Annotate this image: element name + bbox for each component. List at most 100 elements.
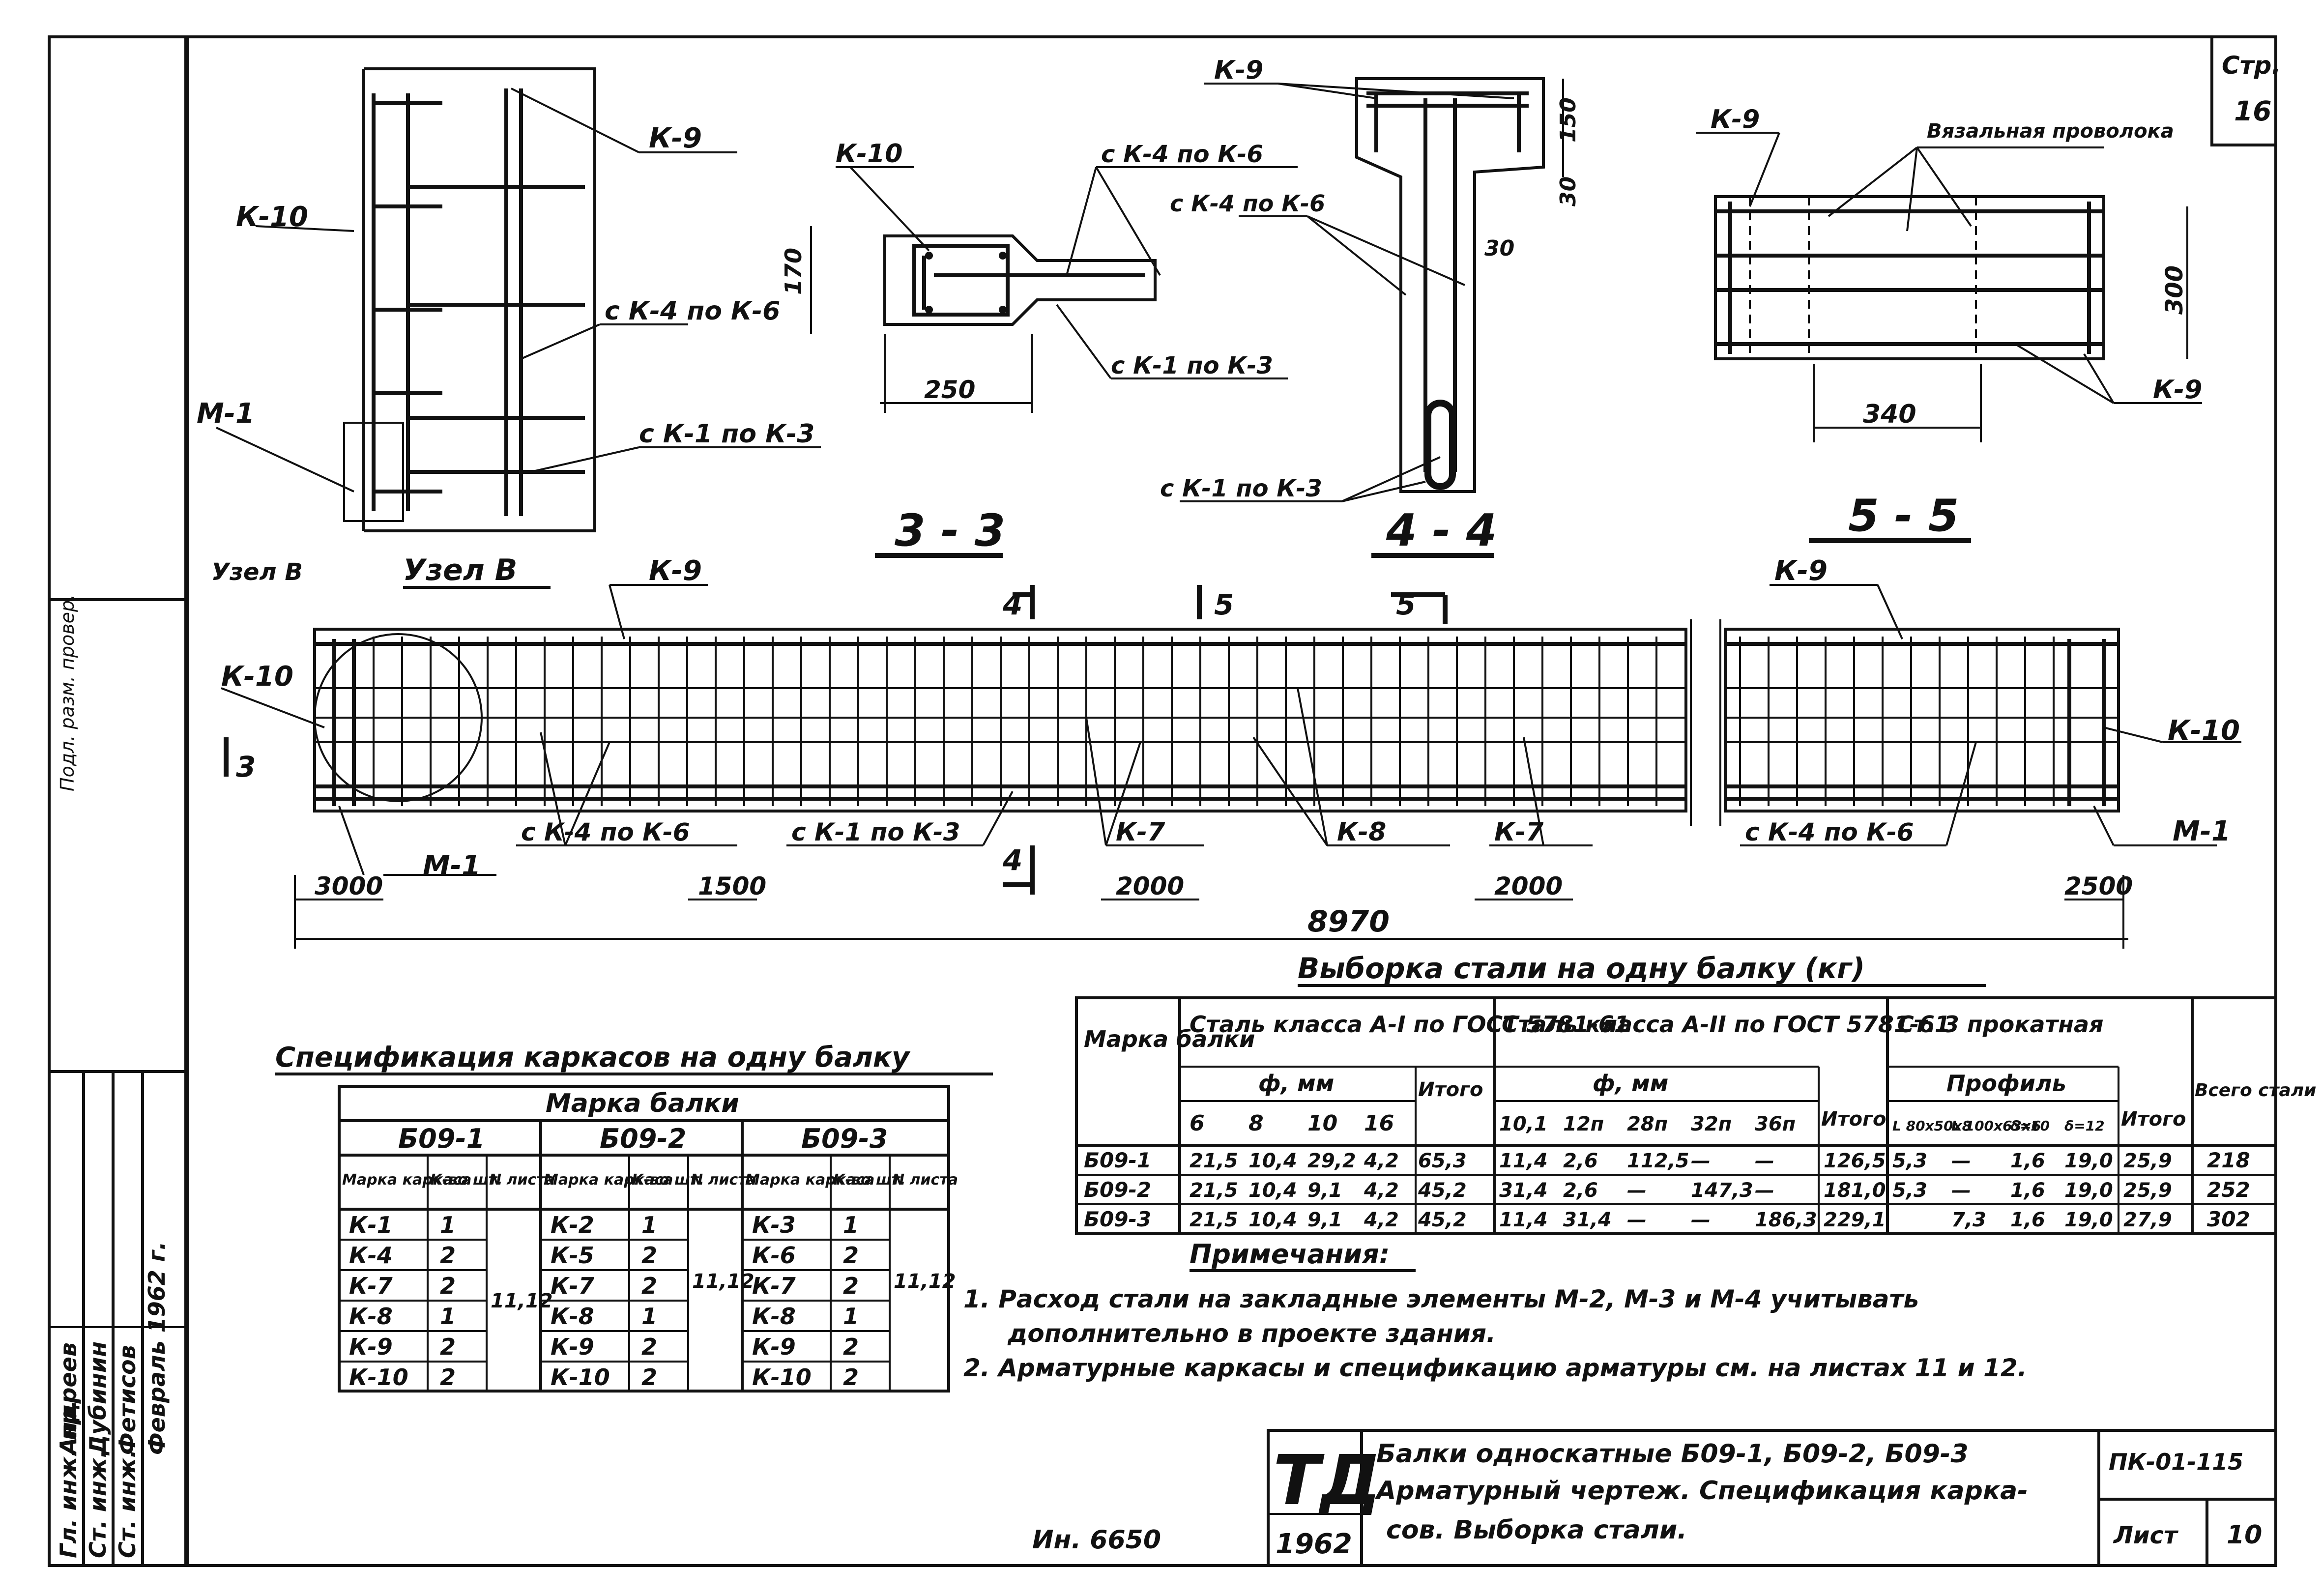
steel-row-mark: Б09-1 — [1084, 1148, 1151, 1172]
steel-profile: Профиль — [1946, 1070, 2066, 1097]
spec-cell-qty: 2 — [641, 1273, 657, 1299]
steel-cell-a2: 11,4 — [1499, 1209, 1548, 1231]
steel-cell-a1: 10,4 — [1248, 1179, 1297, 1202]
title-section-3-3: 3 - 3 — [895, 505, 1005, 556]
steel-cell-a1-total: 65,3 — [1418, 1150, 1467, 1172]
dim-300-beam: 3000 — [315, 872, 383, 900]
steel-table — [1075, 996, 2277, 1235]
steel-row-mark: Б09-3 — [1084, 1207, 1151, 1231]
spec-cell-mark: К-7 — [349, 1273, 393, 1299]
spec-cell-mark: К-10 — [752, 1364, 812, 1391]
dim-250: 250 — [924, 376, 975, 404]
steel-cell-all: 302 — [2207, 1207, 2250, 1231]
cut-4-top: 4 — [1002, 588, 1022, 621]
steel-cell-a2: 11,4 — [1499, 1150, 1548, 1172]
spec-cell-qty: 1 — [641, 1212, 657, 1238]
label-k4k6-sec33: с К-4 по К-6 — [1101, 141, 1263, 168]
spec-cell-qty: 2 — [641, 1334, 657, 1360]
steel-total-a2: Итого — [1821, 1108, 1887, 1131]
node-b-marker: Узел В — [211, 558, 303, 586]
spec-sheet-ref-1: 11,12 — [491, 1290, 553, 1312]
steel-col-st3: δ=12 — [2064, 1118, 2105, 1134]
label-k7-beam-left: К-7 — [1116, 817, 1165, 847]
steel-cell-a2-total: 126,5 — [1824, 1150, 1886, 1172]
label-k9-node: К-9 — [649, 122, 702, 154]
label-k1k3-node: с К-1 по К-3 — [639, 419, 814, 449]
dim-30: 30 — [1556, 176, 1581, 206]
spec-cell-qty: 2 — [440, 1334, 456, 1360]
signature-name-2: Дубинин — [85, 1341, 111, 1456]
signature-date: Февраль 1962 г. — [144, 1242, 170, 1455]
steel-cell-st3: — — [1951, 1179, 1971, 1202]
steel-col-st3: δ=6 — [2010, 1118, 2041, 1134]
label-k9-beam-left: К-9 — [649, 555, 702, 587]
steel-cell-a1: 4,2 — [1364, 1179, 1399, 1202]
label-k4k6-beam-left: с К-4 по К-6 — [521, 818, 690, 846]
steel-cell-a2-total: 181,0 — [1824, 1179, 1886, 1202]
steel-cell-st3-total: 25,9 — [2123, 1179, 2172, 1202]
steel-cell-all: 218 — [2207, 1148, 2250, 1172]
dim-200-beam-left: 2000 — [1116, 872, 1184, 900]
vertical-stamp: Подл. разм. провер. — [57, 594, 78, 791]
steel-cell-a2: — — [1627, 1209, 1647, 1231]
spec-cell-mark: К-9 — [349, 1334, 393, 1360]
label-k9-sec44: К-9 — [1214, 56, 1263, 85]
dim-150-beam: 1500 — [698, 872, 766, 900]
steel-cell-a1-total: 45,2 — [1418, 1209, 1467, 1231]
steel-col-st3: L 100х63х10 — [1951, 1118, 2050, 1134]
steel-cell-a2: 186,3 — [1755, 1209, 1817, 1231]
sheet-label: Лист — [2113, 1522, 2179, 1549]
label-k10-sec33: К-10 — [836, 139, 902, 169]
spec-cell-qty: 2 — [641, 1364, 657, 1391]
label-k4k6-node: с К-4 по К-6 — [605, 296, 780, 326]
label-k4k6-beam-right: с К-4 по К-6 — [1745, 818, 1914, 846]
title-line-1: Балки односкатные Б09-1, Б09-2, Б09-3 — [1376, 1439, 1969, 1469]
label-m1-beam-right: М-1 — [2173, 815, 2231, 847]
label-k8-beam: К-8 — [1337, 817, 1386, 847]
section-5-5 — [1696, 132, 2202, 442]
signature-name-1: Андреев — [55, 1342, 82, 1456]
steel-col-a2: 36п — [1755, 1113, 1796, 1135]
note-1-cont: дополнительно в проекте здания. — [1007, 1319, 1496, 1348]
steel-cell-st3: 19,0 — [2064, 1179, 2113, 1202]
node-b-detail — [343, 67, 596, 532]
label-k1k3-beam: с К-1 по К-3 — [791, 818, 960, 846]
spec-cell-mark: К-4 — [349, 1242, 393, 1269]
steel-group-a2: Сталь класса А-II по ГОСТ 5781-61 — [1502, 1011, 1950, 1038]
steel-col-a2: 10,1 — [1499, 1113, 1548, 1135]
steel-phi-a2: ф, мм — [1593, 1070, 1668, 1097]
steel-cell-a1: 29,2 — [1307, 1150, 1356, 1172]
spec-col-mark-3: Марка каркаса — [745, 1171, 874, 1189]
beam-leaders — [221, 584, 2241, 876]
steel-cell-a1: 21,5 — [1190, 1209, 1238, 1231]
steel-cell-a2: 147,3 — [1691, 1179, 1753, 1202]
dim-30-web: 30 — [1484, 236, 1514, 261]
steel-group-a1: Сталь класса А-I по ГОСТ 5781-61 — [1190, 1011, 1630, 1038]
signature-role-1: Гл. инж. пр. — [55, 1400, 82, 1558]
spec-col-mark-2: Марка каркаса — [544, 1171, 673, 1189]
dim-170: 170 — [780, 248, 807, 295]
node-b-title: Узел В — [403, 553, 517, 587]
spec-cell-qty: 2 — [440, 1364, 456, 1391]
spec-cell-mark: К-10 — [349, 1364, 408, 1391]
spec-cell-qty: 1 — [843, 1303, 859, 1330]
spec-cell-qty: 1 — [641, 1303, 657, 1330]
spec-cell-qty: 1 — [440, 1303, 456, 1330]
steel-table-title: Выборка стали на одну балку (кг) — [1298, 952, 1865, 985]
steel-cell-a1: 21,5 — [1190, 1150, 1238, 1172]
inventory-number: Ин. 6650 — [1032, 1525, 1161, 1555]
dim-340: 340 — [1863, 400, 1916, 429]
spec-cell-qty: 1 — [843, 1212, 859, 1238]
spec-cell-qty: 2 — [843, 1242, 859, 1269]
dim-300-sec55: 300 — [2161, 265, 2188, 315]
steel-cell-a2: — — [1627, 1179, 1647, 1202]
steel-cell-st3: 1,6 — [2010, 1209, 2045, 1231]
steel-col-a1: 10 — [1307, 1111, 1337, 1136]
label-k9-beam-right: К-9 — [1774, 555, 1828, 587]
steel-phi-a1: ф, мм — [1258, 1070, 1334, 1097]
steel-cell-a2: 31,4 — [1499, 1179, 1548, 1202]
spec-table-title: Спецификация каркасов на одну балку — [275, 1042, 911, 1074]
steel-cell-st3: 5,3 — [1892, 1179, 1927, 1202]
steel-total-a1: Итого — [1418, 1078, 1483, 1101]
